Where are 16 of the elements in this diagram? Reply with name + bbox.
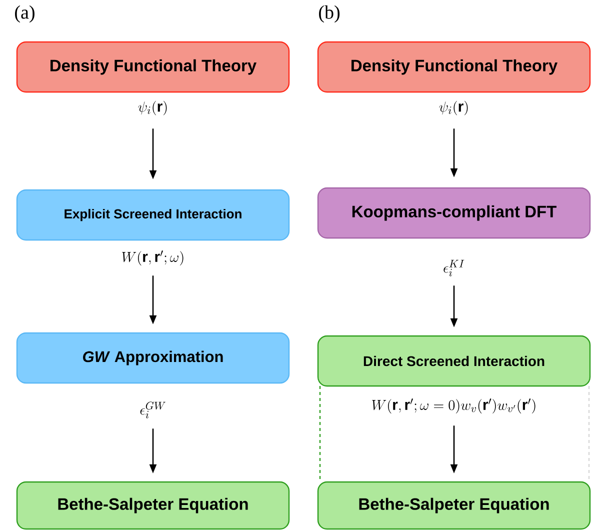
edge-label: $W(\mathbf{r},\mathbf{r}';\omega=0)w_v(\mathbf{r}')w_{v'}(\mathbf{r}')$ — [372, 398, 536, 414]
edge-label: $\psi_i(\mathbf{r})$ — [138, 100, 167, 116]
theory-box: Density Functional Theory — [317, 41, 591, 93]
edge-label: $\epsilon_i^{GW}$ — [140, 402, 166, 418]
method-box: Explicit Screened Interaction — [16, 189, 290, 241]
method-box: Bethe-Salpeter Equation — [16, 481, 290, 530]
panel-label: (a) — [15, 5, 34, 23]
edge-label: $\psi_i(\mathbf{r})$ — [439, 100, 468, 116]
edge-label: $\epsilon_i^{KI}$ — [444, 260, 464, 276]
edge-label: $W(\mathbf{r},\mathbf{r}';\omega)$ — [122, 250, 184, 266]
theory-box: Density Functional Theory — [16, 41, 290, 93]
method-box: GW Approximation — [16, 332, 290, 384]
method-box: Direct Screened Interaction — [317, 335, 591, 387]
method-box: Koopmans-compliant DFT — [317, 187, 591, 239]
method-box: Bethe-Salpeter Equation — [317, 481, 591, 530]
panel-label: (b) — [319, 5, 340, 23]
